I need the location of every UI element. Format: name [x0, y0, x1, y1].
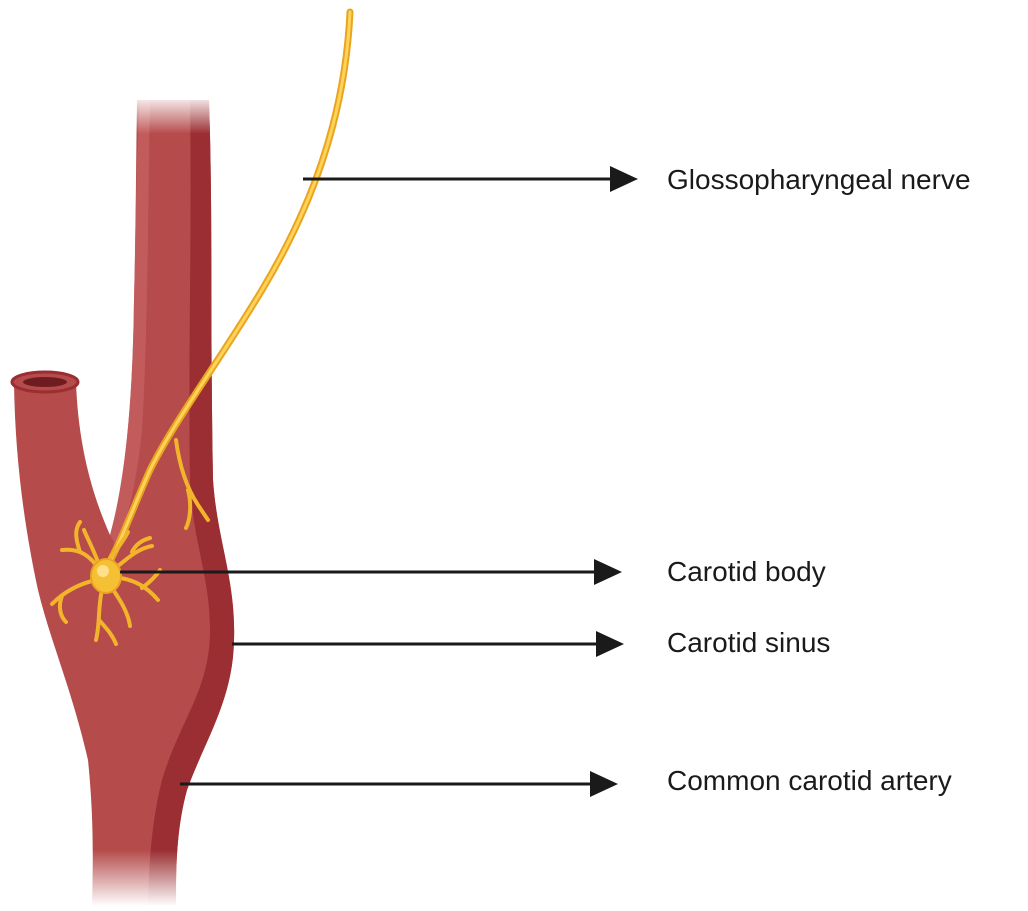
label-glossopharyngeal-nerve: Glossopharyngeal nerve	[667, 166, 971, 194]
label-common-carotid-artery: Common carotid artery	[667, 767, 952, 795]
arrow-body-head	[594, 559, 622, 585]
arrow-common-head	[590, 771, 618, 797]
external-carotid-lumen	[23, 377, 67, 387]
label-carotid-sinus: Carotid sinus	[667, 629, 830, 657]
arrow-sinus-head	[596, 631, 624, 657]
label-carotid-body: Carotid body	[667, 558, 826, 586]
arrow-nerve-head	[610, 166, 638, 192]
carotid-body-highlight	[97, 565, 109, 577]
